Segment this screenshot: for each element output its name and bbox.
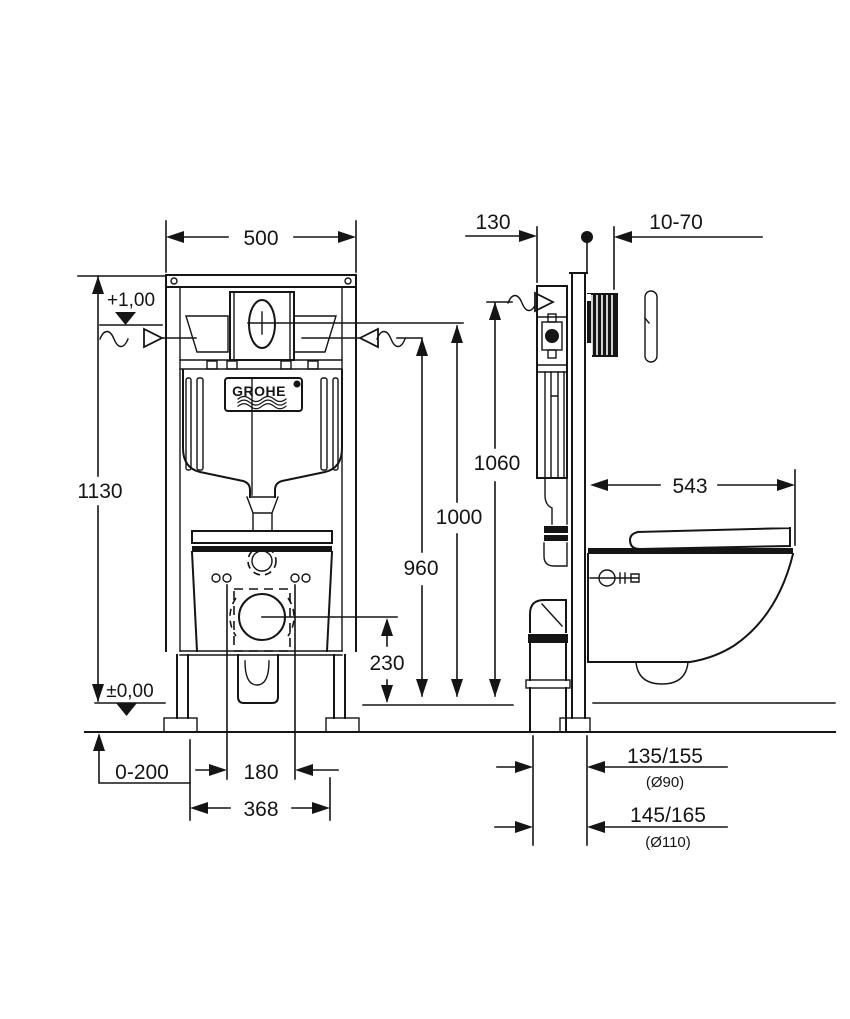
dim-height-1130: 1130 — [77, 275, 123, 702]
floor-lines — [84, 702, 836, 733]
dim-label-543: 543 — [672, 475, 707, 498]
actuator-opening — [248, 299, 276, 349]
level-plus-label: +1,00 — [107, 290, 155, 311]
dim-foot-0-200: 0-200 — [93, 733, 191, 784]
dim-label-10-70: 10-70 — [649, 211, 703, 234]
dim-label-dia90: (Ø90) — [646, 774, 684, 791]
dim-height-1060: 1060 — [474, 301, 521, 697]
dim-drain-offsets: 135/155 (Ø90) 145/165 (Ø110) — [494, 735, 728, 851]
grohe-logo-text: GROHE — [232, 383, 286, 399]
side-view: 130 10-70 — [369, 211, 796, 851]
dim-height-960: 960 — [396, 337, 439, 697]
wall-arrow — [534, 291, 556, 313]
mounting-plate — [190, 530, 398, 780]
dim-bowl-543: 543 — [590, 469, 796, 546]
registered-mark-dot — [293, 380, 301, 388]
flush-plate-edge — [644, 290, 658, 363]
dim-label-1000: 1000 — [436, 506, 483, 529]
cistern-tank — [182, 369, 343, 531]
dim-label-960: 960 — [403, 557, 438, 580]
dim-label-0-200: 0-200 — [115, 761, 169, 784]
dim-label-1130: 1130 — [77, 480, 122, 503]
inlet-port — [251, 550, 273, 572]
dim-label-230: 230 — [369, 652, 404, 675]
dim-height-230: 230 — [369, 618, 405, 703]
level-zero-label: ±0,00 — [106, 681, 153, 702]
dim-label-145-165: 145/165 — [630, 804, 706, 827]
front-view-frame: 500 GROHE — [77, 220, 464, 780]
dim-outlet-368: 368 — [189, 739, 331, 821]
dim-label-135-155: 135/155 — [627, 745, 703, 768]
dim-plate-10-70: 10-70 — [613, 211, 763, 290]
water-supply-arrow-left — [143, 327, 165, 349]
dim-label-180: 180 — [243, 761, 278, 784]
dim-width-500: 500 — [165, 220, 357, 273]
dim-label-130: 130 — [475, 211, 510, 234]
water-supply-arrow-right — [357, 327, 379, 349]
drain-spigot — [237, 654, 279, 704]
side-frame — [525, 272, 591, 733]
dim-depth-130: 130 — [465, 211, 538, 283]
wc-mounting-zone — [233, 588, 291, 652]
grohe-logo-plate: GROHE — [224, 377, 303, 412]
dim-height-1000: 1000 — [436, 325, 483, 697]
dim-bolt-180: 180 — [195, 761, 339, 784]
dim-label-dia110: (Ø110) — [645, 834, 691, 851]
dim-label-1060: 1060 — [474, 452, 521, 475]
level-marks: +1,00 ±0,00 — [77, 275, 464, 716]
seat-gasket — [588, 548, 793, 554]
dim-label-500: 500 — [243, 227, 278, 250]
bottom-dimensions-front: 0-200 180 368 — [93, 733, 339, 821]
reference-dot — [581, 231, 593, 243]
cistern-upper-section — [179, 291, 343, 370]
dim-label-368: 368 — [243, 798, 278, 821]
flush-plate-assembly — [587, 290, 658, 363]
wall-hung-toilet — [587, 526, 795, 685]
